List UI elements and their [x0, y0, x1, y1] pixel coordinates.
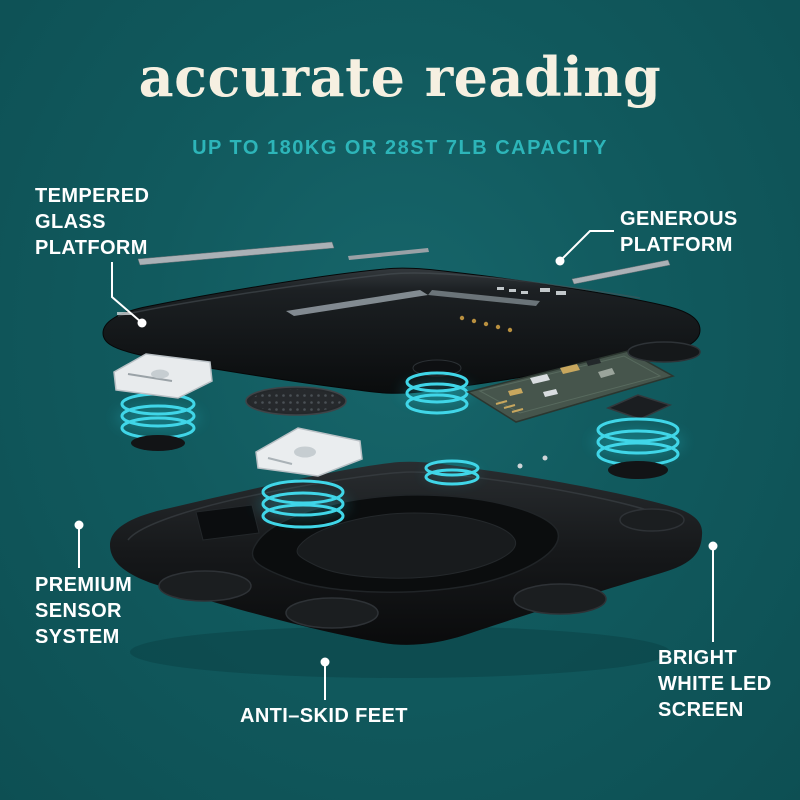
sensor-coil-right — [592, 394, 684, 479]
callout-lines — [78, 230, 714, 700]
sensor-coil-base-center — [424, 459, 480, 486]
callout-dot — [555, 256, 565, 266]
platform-logo-mark — [117, 312, 131, 315]
anti-skid-foot — [513, 583, 607, 615]
base-shell — [110, 455, 703, 645]
led-display-marks — [497, 287, 566, 295]
base-island — [296, 512, 517, 579]
page-subtitle: UP TO 180KG OR 28ST 7LB CAPACITY — [192, 137, 608, 159]
label-line: PLATFORM — [35, 237, 148, 259]
speaker-mesh-disc — [245, 386, 347, 416]
callout-dot — [74, 520, 84, 530]
label-line: SYSTEM — [35, 626, 120, 648]
callout-label-generous-platform: GENEROUS PLATFORM — [620, 206, 738, 258]
platform-top — [102, 267, 701, 394]
platform-sensor-strip — [428, 290, 540, 306]
screw — [542, 455, 548, 461]
label-line: BRIGHT — [658, 647, 738, 669]
label-line: WHITE LED — [658, 673, 772, 695]
sensor-coil-left — [116, 392, 200, 451]
callout-dot — [320, 657, 330, 667]
label-line: GENEROUS — [620, 208, 738, 230]
callout-line-tempered — [111, 262, 142, 323]
callout-line-generous — [560, 230, 614, 261]
anti-skid-foot — [158, 570, 252, 602]
platform-sensor-strip — [286, 290, 428, 316]
ground-shadow — [130, 626, 670, 678]
label-line: TEMPERED — [35, 185, 150, 207]
floating-strip-center — [348, 248, 429, 260]
callout-label-tempered-glass-platform: TEMPERED GLASS PLATFORM — [35, 183, 149, 261]
callout-dot — [708, 541, 718, 551]
sensor-bracket-center — [255, 427, 363, 477]
anti-skid-foot — [619, 508, 685, 532]
label-line: ANTI–SKID FEET — [240, 705, 408, 727]
callout-dots — [74, 256, 718, 667]
floating-strip-left — [137, 241, 335, 266]
sensor-pod-top-right — [627, 341, 701, 363]
label-line: SCREEN — [658, 699, 744, 721]
page-title: accurate reading — [138, 45, 662, 109]
callout-label-anti-skid-feet: ANTI–SKID FEET — [240, 703, 408, 729]
screw — [517, 463, 523, 469]
gold-contacts — [459, 315, 513, 333]
label-line: PLATFORM — [620, 234, 733, 256]
circuit-board — [466, 350, 675, 423]
callout-label-premium-sensor-system: PREMIUM SENSOR SYSTEM — [35, 572, 132, 650]
floating-strip-right — [571, 259, 671, 285]
anti-skid-foot — [285, 597, 379, 629]
sensor-bracket-left — [113, 353, 213, 399]
label-line: PREMIUM — [35, 574, 133, 596]
base-connector-block — [195, 504, 260, 541]
label-line: SENSOR — [35, 600, 122, 622]
callout-label-bright-white-led-screen: BRIGHT WHITE LED SCREEN — [658, 645, 772, 723]
callout-dot — [137, 318, 147, 328]
sensor-coil-center-upper — [401, 359, 473, 415]
sensor-coil-center-lower — [257, 479, 349, 529]
label-line: GLASS — [35, 211, 106, 233]
glass-platform — [102, 241, 701, 394]
